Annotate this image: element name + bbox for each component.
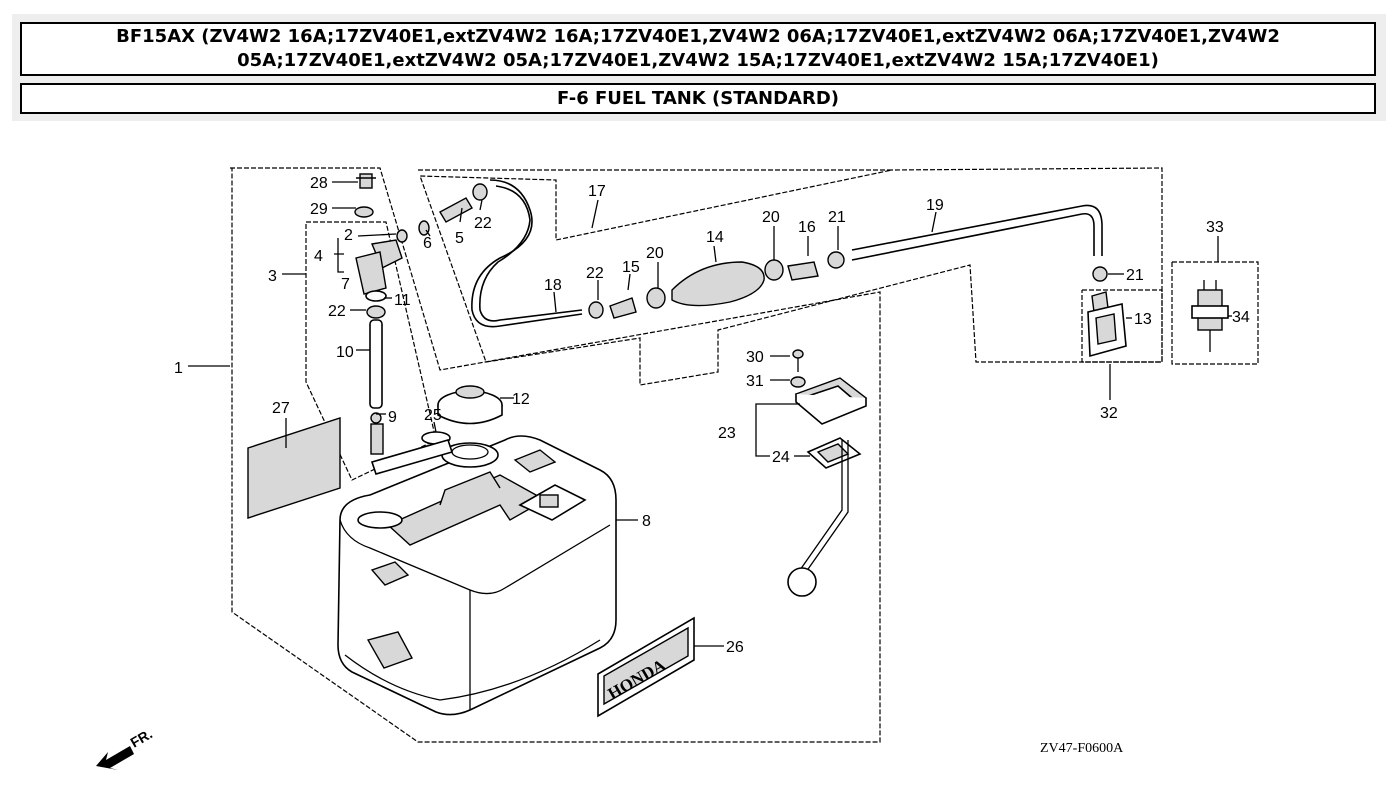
callout-7: 7 — [341, 276, 350, 293]
callout-21a: 21 — [828, 209, 846, 226]
fuel-gauge — [787, 349, 868, 597]
callout-28: 28 — [310, 175, 328, 192]
callout-13: 13 — [1134, 311, 1152, 328]
subtitle-box: F-6 FUEL TANK (STANDARD) — [20, 83, 1376, 114]
callout-32: 32 — [1100, 405, 1118, 422]
callout-8: 8 — [642, 513, 651, 530]
group-frame-17 — [418, 167, 1163, 386]
honda-decal: HONDA — [597, 616, 695, 718]
callout-6: 6 — [423, 235, 432, 252]
callout-22a: 22 — [474, 215, 492, 232]
callout-22b: 22 — [328, 303, 346, 320]
callout-22c: 22 — [586, 265, 604, 282]
callout-25: 25 — [424, 407, 442, 424]
callout-14: 14 — [706, 229, 724, 246]
callout-17: 17 — [588, 183, 606, 200]
group-frame-33 — [1171, 261, 1259, 365]
callout-20b: 20 — [762, 209, 780, 226]
group-frame-32 — [1081, 289, 1163, 363]
hose-19 — [851, 204, 1103, 256]
callout-19: 19 — [926, 197, 944, 214]
label-27 — [247, 417, 341, 519]
callout-20a: 20 — [646, 245, 664, 262]
callout-21b: 21 — [1126, 267, 1144, 284]
callout-23: 23 — [718, 425, 736, 442]
callout-1: 1 — [174, 360, 183, 377]
callouts: 1 2 3 4 5 6 7 8 9 10 11 12 13 14 15 16 1… — [174, 175, 1250, 656]
callout-9: 9 — [388, 409, 397, 426]
primer-bulb-assembly — [588, 251, 845, 319]
callout-11: 11 — [394, 292, 411, 309]
group-frame-1 — [230, 167, 881, 743]
section-title: F-6 FUEL TANK (STANDARD) — [556, 88, 839, 109]
callout-33: 33 — [1206, 219, 1224, 236]
connector-5 — [418, 183, 488, 236]
callout-12: 12 — [512, 391, 530, 408]
callout-15: 15 — [622, 259, 640, 276]
leader-lines — [188, 181, 1232, 647]
callout-29: 29 — [310, 201, 328, 218]
connector-13 — [1087, 291, 1127, 358]
fuel-tank — [337, 435, 617, 716]
drawing-code: ZV47-F0600A — [1040, 741, 1124, 756]
callout-34: 34 — [1232, 309, 1250, 326]
front-label: FR. — [128, 725, 156, 750]
callout-16: 16 — [798, 219, 816, 236]
strap — [370, 439, 454, 475]
callout-4: 4 — [314, 248, 323, 265]
callout-27: 27 — [272, 400, 290, 417]
clip-21 — [1092, 266, 1108, 282]
callout-10: 10 — [336, 344, 354, 361]
fuel-cap — [437, 385, 503, 425]
callout-5: 5 — [455, 230, 464, 247]
callout-24: 24 — [772, 449, 790, 466]
callout-2: 2 — [344, 227, 353, 244]
callout-30: 30 — [746, 349, 764, 366]
front-arrow: FR. — [96, 725, 155, 770]
callout-26: 26 — [726, 639, 744, 656]
callout-3: 3 — [268, 268, 277, 285]
title-box: BF15AX (ZV4W2 16A;17ZV40E1,extZV4W2 16A;… — [20, 22, 1376, 76]
hose-18 — [471, 179, 583, 328]
page-title: BF15AX (ZV4W2 16A;17ZV40E1,extZV4W2 16A;… — [116, 26, 1280, 71]
connector-34 — [1191, 280, 1229, 352]
callout-18: 18 — [544, 277, 562, 294]
vent-assembly — [354, 173, 408, 455]
callout-31: 31 — [746, 373, 764, 390]
